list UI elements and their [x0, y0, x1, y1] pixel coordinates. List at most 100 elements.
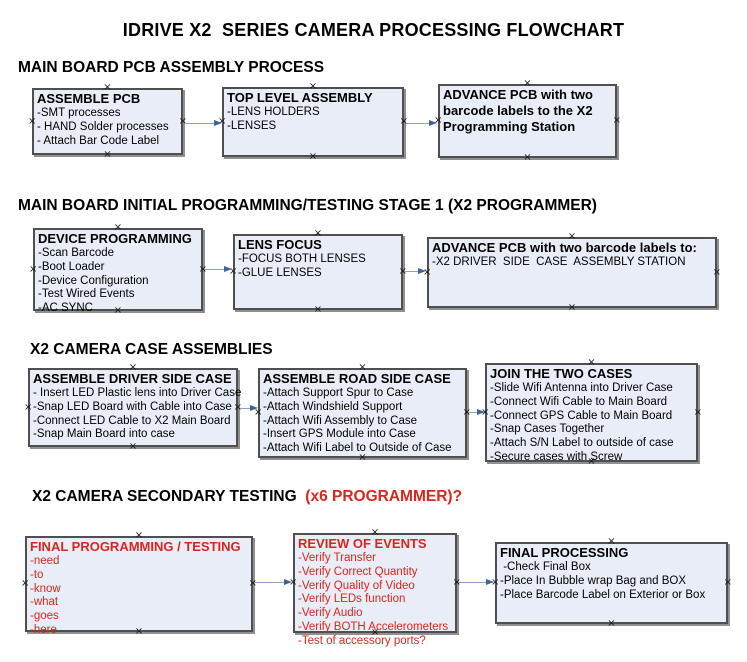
box-item: -Verify LEDs function	[298, 593, 406, 606]
flow-box-advance-pcb-programming-station: ADVANCE PCB with two barcode labels to t…	[434, 79, 621, 163]
flow-box-review-of-events: REVIEW OF EVENTS -Verify Transfer-Verify…	[289, 528, 461, 647]
box-title: DEVICE PROGRAMMING	[38, 231, 192, 246]
connection-handle-icon: ×	[29, 263, 38, 275]
box-title: JOIN THE TWO CASES	[490, 366, 633, 381]
box-item: -need	[30, 555, 60, 567]
box-item: -Verify BOTH Accelerometers	[298, 620, 449, 633]
box-item: -Insert GPS Module into Case	[263, 428, 416, 441]
box-title: ADVANCE PCB with two barcode labels to t…	[443, 87, 597, 134]
section-heading-pcb-assembly: MAIN BOARD PCB ASSEMBLY PROCESS	[18, 59, 325, 76]
box-item: -Device Configuration	[38, 274, 149, 287]
box-item: - Insert LED Plastic lens into Driver Ca…	[33, 387, 242, 399]
box-item: -Snap Main Board into case	[33, 428, 175, 441]
connection-handle-icon: ×	[693, 406, 702, 418]
box-item: -Test Wired Events	[38, 288, 135, 301]
connection-handle-icon: ×	[313, 304, 323, 315]
flow-box-device-programming: DEVICE PROGRAMMING -Scan Barcode-Boot Lo…	[29, 223, 207, 316]
box-title: ASSEMBLE DRIVER SIDE CASE	[33, 371, 232, 386]
box-title: ADVANCE PCB with two barcode labels to:	[432, 240, 697, 255]
flow-arrow-right-icon	[240, 405, 258, 411]
box-item: -Check Final Box	[500, 561, 591, 573]
box-item: -to	[30, 568, 44, 581]
box-item: -Verify Correct Quantity	[298, 565, 418, 578]
flow-box-advance-pcb-driver-side-station: ADVANCE PCB with two barcode labels to: …	[423, 232, 721, 313]
flow-box-final-processing: FINAL PROCESSING -Check Final Box-Place …	[491, 537, 732, 629]
box-item: -FOCUS BOTH LENSES	[238, 253, 366, 265]
heading-black-part: X2 CAMERA SECONDARY TESTING	[32, 488, 301, 505]
box-item: -Test of accessory ports?	[298, 634, 426, 647]
flow-box-final-programming-testing: FINAL PROGRAMMING / TESTING -need-to-kno…	[21, 531, 257, 637]
connection-handle-icon: ×	[178, 115, 187, 127]
box-item: - Attach Bar Code Label	[37, 134, 160, 147]
box-item: - HAND Solder processes	[37, 120, 169, 133]
box-item: -Slide Wifi Antenna into Driver Case	[490, 382, 673, 394]
connection-handle-icon: ×	[398, 266, 407, 277]
box-item: -know	[30, 582, 61, 595]
box-item: -Verify Transfer	[298, 552, 376, 564]
box-title: ASSEMBLE ROAD SIDE CASE	[263, 371, 451, 386]
box-item: -Scan Barcode	[38, 247, 115, 259]
box-item: -here	[30, 623, 57, 636]
box-title: LENS FOCUS	[238, 237, 322, 252]
flow-box-assemble-road-side-case: ASSEMBLE ROAD SIDE CASE -Attach Support …	[254, 363, 471, 463]
section-heading-initial-programming: MAIN BOARD INITIAL PROGRAMMING/TESTING S…	[18, 197, 597, 214]
heading-red-part: (x6 PROGRAMMER)?	[301, 488, 463, 505]
box-item: -Attach Wifi Assembly to Case	[263, 414, 418, 427]
box-item: -AC SYNC	[38, 302, 93, 315]
connection-handle-icon: ×	[523, 152, 532, 163]
section-heading-case-assemblies: X2 CAMERA CASE ASSEMBLIES	[30, 341, 273, 358]
box-item: -SMT processes	[37, 107, 121, 119]
connection-handle-icon: ×	[399, 116, 408, 127]
box-items: -SMT processes- HAND Solder processes- A…	[37, 107, 178, 148]
flow-box-join-the-two-cases: JOIN THE TWO CASES -Slide Wifi Antenna i…	[481, 358, 702, 467]
flow-box-assemble-driver-side-case: ASSEMBLE DRIVER SIDE CASE - Insert LED P…	[24, 363, 242, 452]
box-item: -what	[30, 596, 59, 609]
box-item: -Attach Wifi Label to Outside of Case	[263, 442, 452, 455]
box-title: FINAL PROCESSING	[500, 545, 629, 560]
box-item: -goes	[30, 610, 59, 623]
flow-arrow-right-icon	[405, 268, 426, 274]
box-items: -Slide Wifi Antenna into Driver Case-Con…	[490, 382, 693, 465]
connection-handle-icon: ×	[24, 401, 33, 413]
connection-handle-icon: ×	[248, 578, 257, 589]
box-items: -Verify Transfer-Verify Correct Quantity…	[298, 552, 452, 649]
box-items: - Insert LED Plastic lens into Driver Ca…	[33, 387, 242, 442]
flow-arrow-right-icon	[406, 120, 437, 126]
box-title: ASSEMBLE PCB	[37, 91, 141, 106]
box-item: -LENS HOLDERS	[227, 106, 320, 118]
flow-box-assemble-pcb: ASSEMBLE PCB -SMT processes- HAND Solder…	[28, 83, 187, 160]
flow-arrow-right-icon	[459, 579, 494, 585]
box-items: -need-to-know-what-goes-here	[30, 555, 248, 638]
connection-handle-icon: ×	[567, 302, 577, 313]
flow-box-top-level-assembly: TOP LEVEL ASSEMBLY -LENS HOLDERS-LENSES …	[218, 82, 408, 162]
box-title: FINAL PROGRAMMING / TESTING	[30, 539, 241, 554]
box-item: -Attach S/N Label to outside of case	[490, 437, 674, 450]
box-item: -GLUE LENSES	[238, 266, 322, 279]
connection-handle-icon: ×	[612, 115, 621, 126]
connection-handle-icon: ×	[607, 618, 616, 629]
box-item: -Connect LED Cable to X2 Main Board	[33, 414, 231, 427]
flow-arrow-right-icon	[255, 579, 292, 585]
box-item: -Attach Windshield Support	[263, 400, 403, 413]
box-item: -Connect Wifi Cable to Main Board	[490, 395, 668, 408]
box-item: -Verify Audio	[298, 607, 363, 620]
box-items: -FOCUS BOTH LENSES-GLUE LENSES	[238, 253, 398, 281]
connection-handle-icon: ×	[462, 407, 471, 418]
box-item: -Snap LED Board with Cable into Case	[33, 400, 232, 413]
box-items: -Attach Support Spur to Case-Attach Wind…	[263, 387, 462, 456]
section-heading-secondary-testing: X2 CAMERA SECONDARY TESTING (x6 PROGRAMM…	[32, 488, 462, 506]
box-items: -X2 DRIVER SIDE CASE ASSEMBLY STATION	[432, 256, 712, 270]
box-item: -X2 DRIVER SIDE CASE ASSEMBLY STATION	[432, 256, 686, 268]
box-title: TOP LEVEL ASSEMBLY	[227, 90, 373, 105]
connection-handle-icon: ×	[308, 151, 318, 162]
flow-arrow-right-icon	[205, 266, 232, 272]
connection-handle-icon: ×	[452, 577, 461, 588]
box-item: -LENSES	[227, 119, 277, 132]
box-items: -LENS HOLDERS-LENSES	[227, 106, 399, 134]
connection-handle-icon: ×	[723, 577, 732, 588]
connection-handle-icon: ×	[128, 441, 138, 452]
connection-handle-icon: ×	[21, 578, 30, 589]
box-item: -Secure cases with Screw	[490, 450, 623, 463]
box-item: -Verify Quality of Video	[298, 579, 415, 592]
